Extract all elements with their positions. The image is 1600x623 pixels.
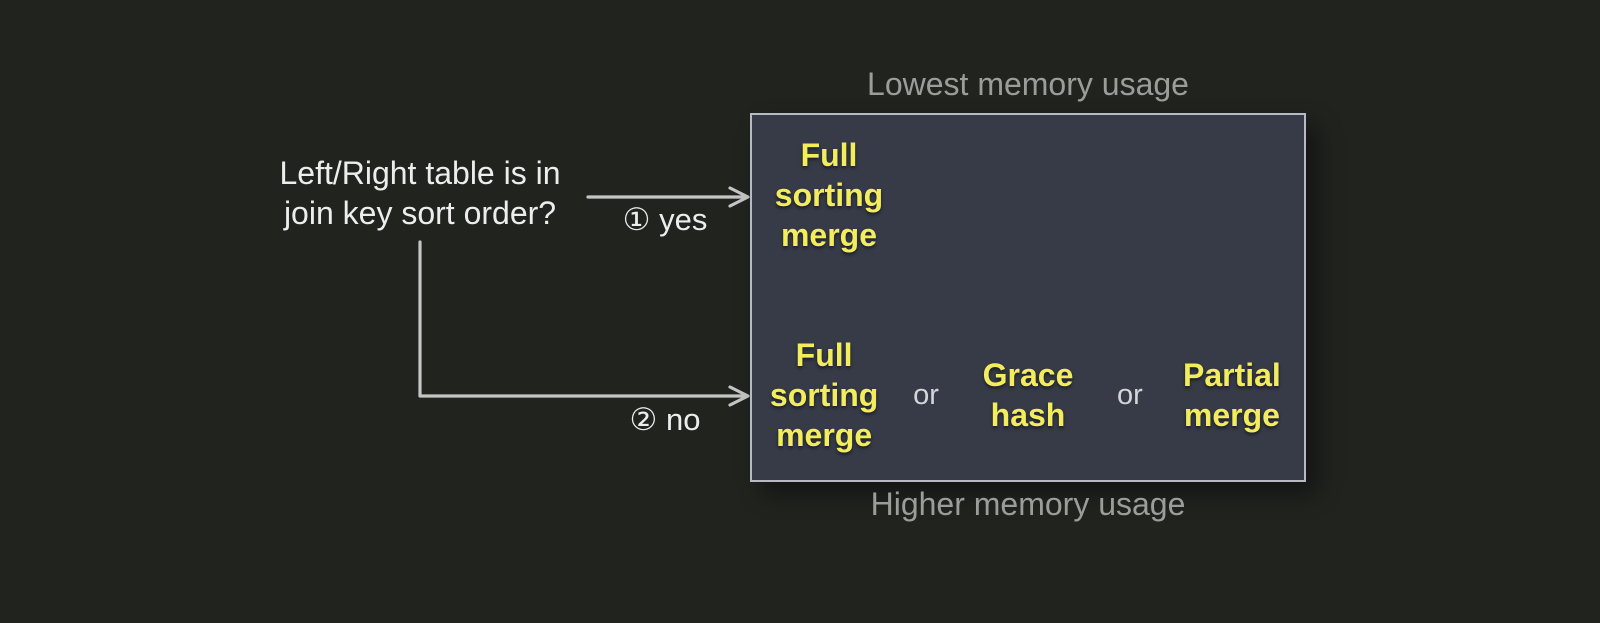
or-separator-2: or (1117, 378, 1143, 411)
higher-memory-label: Higher memory usage (870, 486, 1186, 522)
branch-label-yes: ① yes (622, 202, 708, 237)
strategy-box: Full sorting merge Full sorting merge or… (750, 113, 1306, 482)
question-text: Left/Right table is in join key sort ord… (279, 155, 561, 231)
strategy-full-sorting-merge-sorted: Full sorting merge (774, 137, 884, 253)
strategy-grace-hash: Grace hash (982, 357, 1074, 433)
sorted-case-row: Full sorting merge (754, 135, 904, 255)
or-separator-1: or (913, 378, 939, 411)
strategy-partial-merge: Partial merge (1182, 357, 1281, 433)
lowest-memory-label: Lowest memory usage (867, 66, 1189, 102)
branch-label-no: ② no (629, 402, 701, 437)
strategy-full-sorting-merge-unsorted: Full sorting merge (769, 337, 879, 453)
arrow-no (418, 240, 750, 407)
unsorted-case-row: Full sorting merge or Grace hash or Part… (752, 330, 1304, 460)
